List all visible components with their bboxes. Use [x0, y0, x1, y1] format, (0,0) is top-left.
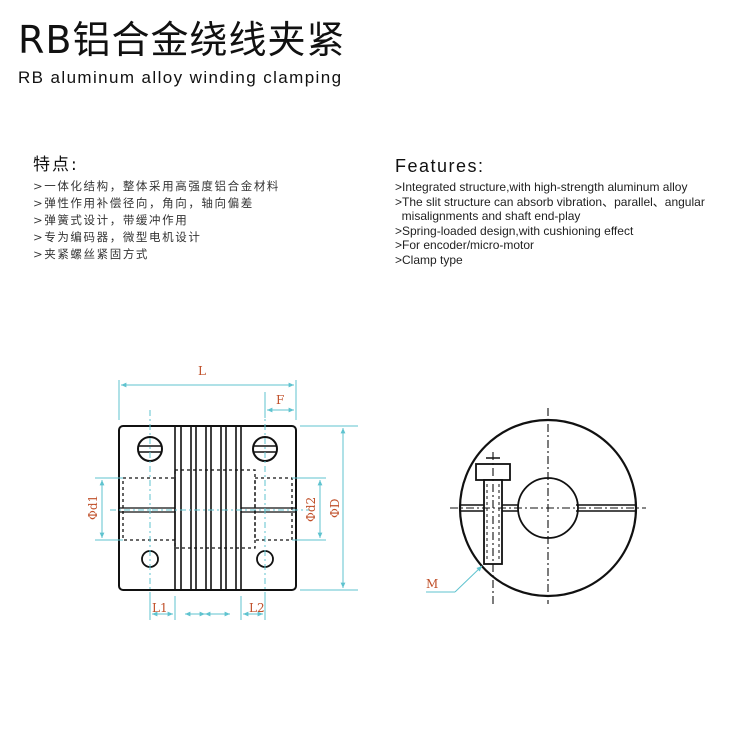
page-title-en: RB aluminum alloy winding clamping [18, 68, 343, 87]
features-en-item: >Clamp type [395, 252, 463, 267]
dim-label-F: F [276, 393, 284, 407]
features-en-heading: Features: [395, 156, 485, 176]
dim-label-d1: Φd1 [86, 495, 100, 520]
end-view-center-lines [450, 408, 646, 606]
clamp-screw-side-icon [475, 457, 511, 565]
slit-grooves [174, 426, 242, 590]
features-cn-item: >夹紧螺丝紧固方式 [33, 247, 150, 261]
page-title-cn: RB铝合金绕线夹紧 [18, 18, 346, 62]
features-cn-item: >一体化结构，整体采用高强度铝合金材料 [33, 179, 281, 193]
features-cn-item: >弹簧式设计，带缓冲作用 [33, 213, 189, 227]
center-lines [110, 410, 310, 600]
features-en-item: >Spring-loaded design,with cushioning ef… [395, 223, 634, 238]
features-en-section: Features: >Integrated structure,with hig… [395, 156, 745, 268]
dimension-lines [95, 380, 358, 620]
dim-label-L1: L1 [152, 601, 168, 615]
dim-label-D: ΦD [328, 499, 342, 518]
features-cn-item: >弹性作用补偿径向，角向，轴向偏差 [33, 196, 254, 210]
dim-label-d2: Φd2 [304, 497, 318, 522]
hidden-bore-lines [122, 469, 293, 549]
features-en-item: >The slit structure can absorb vibration… [395, 194, 705, 209]
features-cn-section: 特点: >一体化结构，整体采用高强度铝合金材料 >弹性作用补偿径向，角向，轴向偏… [33, 150, 363, 263]
end-view [450, 408, 646, 606]
features-cn-heading: 特点: [33, 155, 79, 175]
features-en-item: misalignments and shaft end-play [395, 209, 581, 224]
leader-M [426, 565, 483, 593]
features-cn-item: >专为编码器，微型电机设计 [33, 230, 202, 244]
features-en-item: >Integrated structure,with high-strength… [395, 180, 688, 194]
dim-label-L2: L2 [249, 601, 265, 615]
dim-label-M: M [426, 577, 438, 591]
features-en-item: >For encoder/micro-motor [395, 238, 535, 253]
dim-label-L: L [198, 364, 206, 378]
side-view [110, 410, 310, 600]
